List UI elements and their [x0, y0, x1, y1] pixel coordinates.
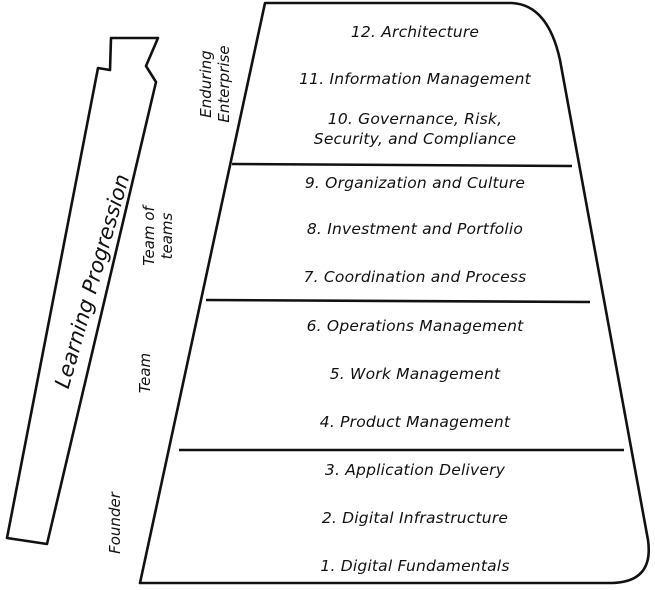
stage-label-line1: Enduring — [197, 50, 215, 118]
learning-progression-arrow — [5, 36, 160, 546]
item-9-organization-culture: 9. Organization and Culture — [304, 174, 526, 192]
divider-enterprise — [231, 162, 573, 168]
item-11-information-management: 11. Information Management — [299, 70, 531, 88]
item-1-digital-fundamentals: 1. Digital Fundamentals — [320, 557, 510, 575]
stage-enduring-enterprise: Enduring Enterprise — [197, 39, 233, 129]
item-10-governance: 10. Governance, Risk, Security, and Comp… — [230, 109, 600, 149]
stage-team-of-teams: Team of teams — [140, 196, 176, 276]
item-10-line2: Security, and Compliance — [313, 130, 517, 148]
item-7-coordination-process: 7. Coordination and Process — [303, 268, 527, 286]
stage-label-line1: Team — [136, 352, 154, 394]
pyramid-outline — [138, 1, 651, 585]
item-10-line1: 10. Governance, Risk, — [327, 110, 503, 128]
item-5-work-management: 5. Work Management — [329, 365, 501, 383]
item-3-application-delivery: 3. Application Delivery — [324, 461, 506, 479]
item-8-investment-portfolio: 8. Investment and Portfolio — [306, 220, 524, 238]
item-12-architecture: 12. Architecture — [350, 23, 480, 41]
divider-team-of-teams — [205, 298, 591, 304]
item-2-digital-infrastructure: 2. Digital Infrastructure — [321, 509, 509, 527]
stage-founder: Founder — [106, 488, 124, 558]
item-6-operations-management: 6. Operations Management — [306, 317, 524, 335]
stage-label-line1: Team of — [140, 206, 158, 266]
stage-team: Team — [136, 343, 154, 403]
item-4-product-management: 4. Product Management — [319, 413, 511, 431]
stage-label-line2: teams — [158, 212, 176, 260]
stage-label-line1: Founder — [106, 492, 124, 554]
